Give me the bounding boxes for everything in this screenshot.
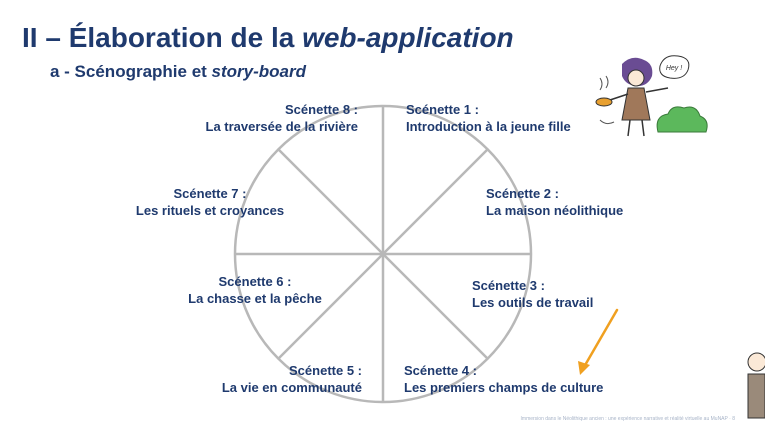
wheel-divider-diagonal-2 bbox=[277, 148, 489, 360]
page-number: 8 bbox=[732, 416, 735, 422]
scene-6-label: Scénette 6 : bbox=[218, 274, 292, 289]
scene-1: Scénette 1 : Introduction à la jeune fil… bbox=[406, 101, 571, 135]
scene-5-label: Scénette 5 : bbox=[289, 363, 362, 378]
arrow-icon bbox=[578, 308, 619, 375]
scene-7-text: Les rituels et croyances bbox=[135, 203, 285, 218]
scene-2-text: La maison néolithique bbox=[486, 203, 624, 218]
partial-figure-illustration bbox=[747, 352, 765, 419]
scene-8-text: La traversée de la rivière bbox=[205, 119, 359, 134]
scene-4-text: Les premiers champs de culture bbox=[404, 380, 604, 395]
scene-7: Scénette 7 : Les rituels et croyances bbox=[130, 185, 290, 219]
scene-2-label: Scénette 2 : bbox=[486, 186, 559, 201]
slide-footer: Immersion dans le Néolithique ancien : u… bbox=[520, 416, 735, 422]
scene-1-label: Scénette 1 : bbox=[406, 102, 479, 117]
scene-3-text: Les outils de travail bbox=[472, 295, 594, 310]
scene-1-text: Introduction à la jeune fille bbox=[406, 119, 571, 134]
scene-2: Scénette 2 : La maison néolithique bbox=[486, 185, 623, 219]
scene-5: Scénette 5 : La vie en communauté bbox=[222, 362, 362, 396]
scene-4: Scénette 4 : Les premiers champs de cult… bbox=[404, 362, 603, 396]
scene-4-label: Scénette 4 : bbox=[404, 363, 477, 378]
scene-8-label: Scénette 8 : bbox=[285, 102, 358, 117]
bush-illustration bbox=[656, 106, 708, 133]
scene-5-text: La vie en communauté bbox=[221, 380, 362, 395]
scene-6: Scénette 6 : La chasse et la pêche bbox=[180, 273, 330, 307]
scene-6-text: La chasse et la pêche bbox=[188, 291, 322, 306]
girl-character-illustration: Hey ! bbox=[595, 55, 690, 137]
slide-subtitle: a - Scénographie et story-board bbox=[50, 62, 307, 81]
scene-8: Scénette 8 : La traversée de la rivière bbox=[206, 101, 359, 135]
slide-title: II – Élaboration de la web-application bbox=[22, 22, 514, 53]
scene-3: Scénette 3 : Les outils de travail bbox=[472, 277, 593, 311]
speech-bubble-text: Hey ! bbox=[666, 65, 682, 72]
footer-text: Immersion dans le Néolithique ancien : u… bbox=[520, 416, 728, 422]
scene-7-label: Scénette 7 : bbox=[173, 186, 247, 201]
scene-3-label: Scénette 3 : bbox=[472, 278, 545, 293]
